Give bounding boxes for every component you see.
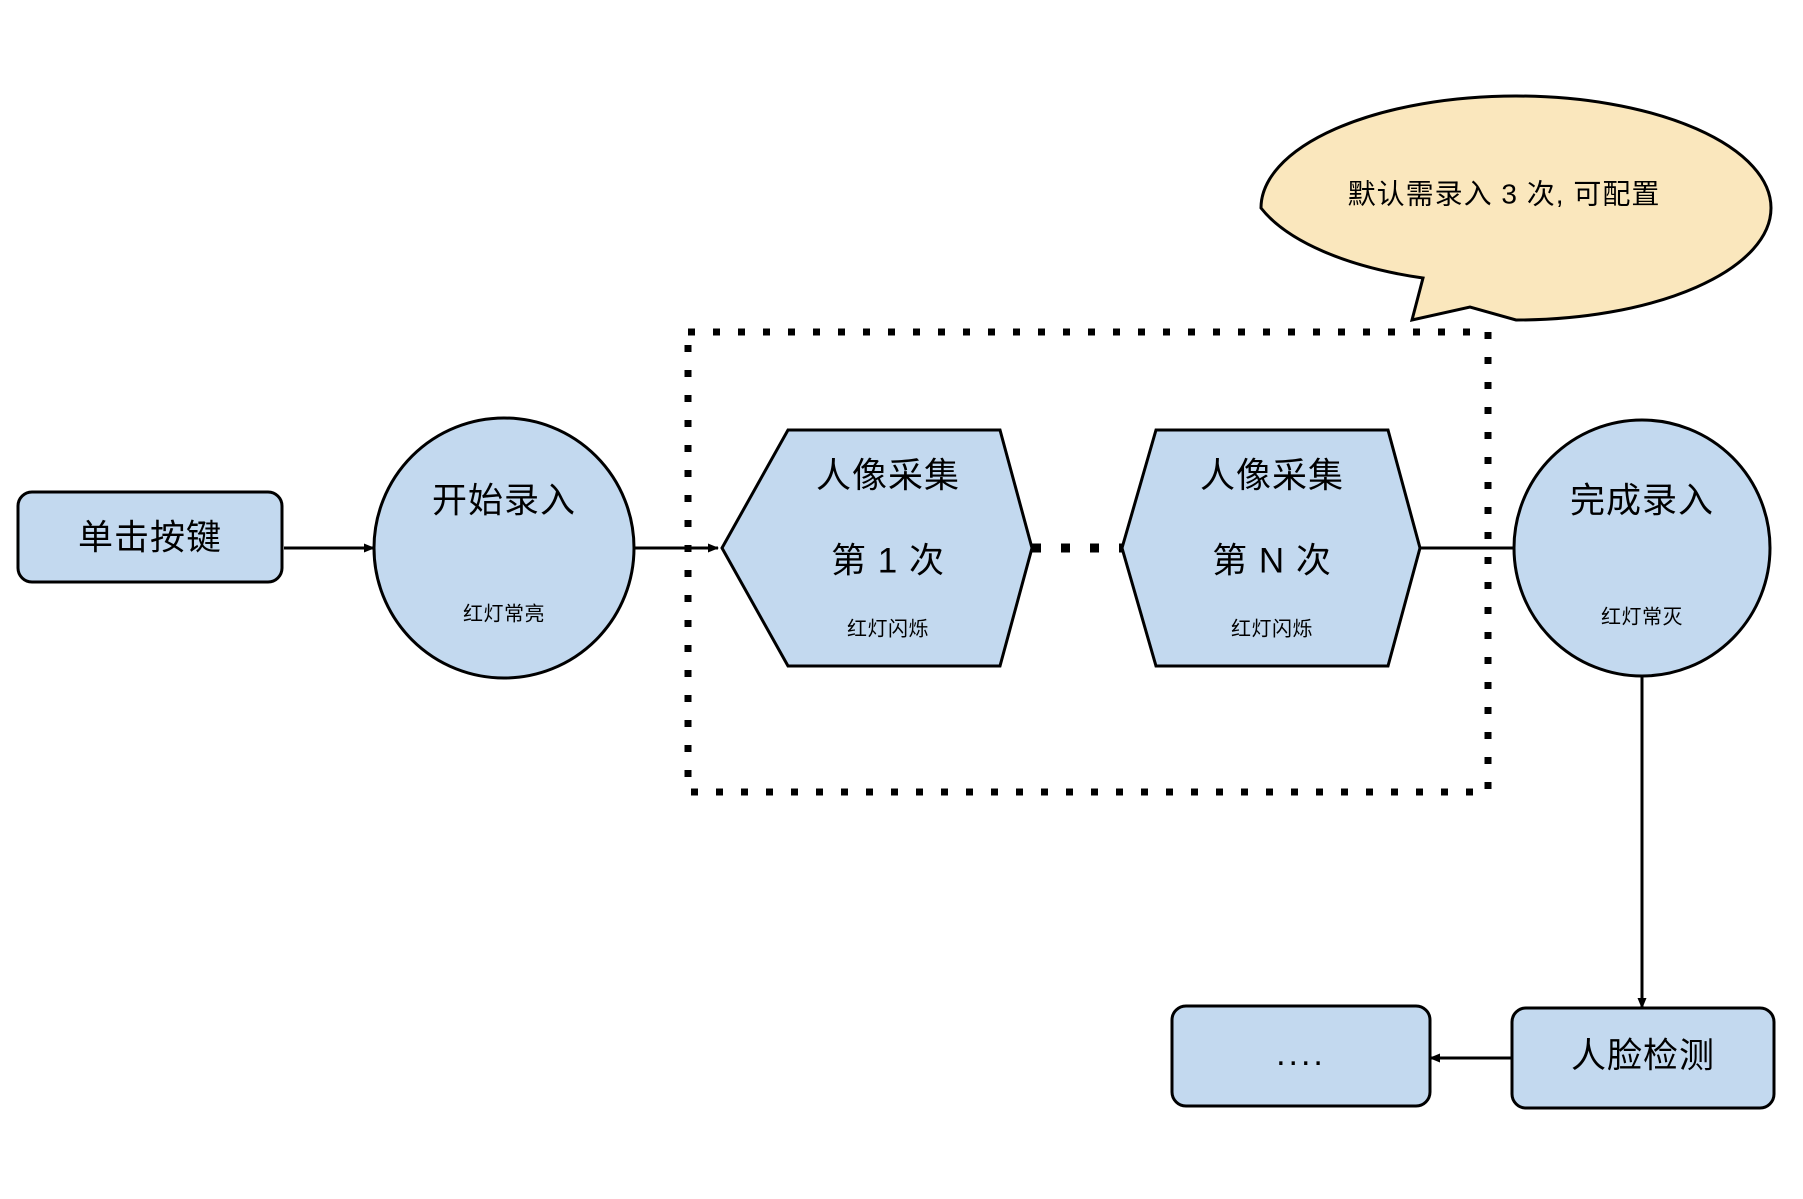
capture-first-label-line1: 人像采集 [816,456,960,495]
capture-first-label-line2: 第 1 次 [831,541,945,580]
callout-bubble[interactable]: 默认需录入 3 次, 可配置 [1259,94,1773,323]
start-enroll-shape[interactable] [372,416,636,680]
callout-bubble-text: 默认需录入 3 次, 可配置 [1348,178,1661,209]
finish-enroll-label: 完成录入 [1570,481,1714,520]
capture-nth-sublabel: 红灯闪烁 [1231,617,1313,640]
node-more[interactable]: .... [1170,1004,1432,1108]
node-capture-first[interactable]: 人像采集 第 1 次 红灯闪烁 [720,428,1034,668]
more-label: .... [1276,1035,1326,1073]
more-shape[interactable] [1170,1004,1432,1108]
press-key-shape[interactable] [16,490,284,584]
node-press-key[interactable]: 单击按键 [16,490,284,584]
capture-first-shape[interactable] [720,428,1034,668]
face-detect-label: 人脸检测 [1571,1036,1715,1075]
finish-enroll-sublabel: 红灯常灭 [1601,605,1683,628]
start-enroll-sublabel: 红灯常亮 [463,602,545,625]
capture-nth-label-line1: 人像采集 [1200,456,1344,495]
callout-bubble-shape[interactable] [1259,94,1773,323]
capture-nth-shape[interactable] [1120,428,1422,668]
capture-nth-label-line2: 第 N 次 [1212,541,1332,580]
press-key-label: 单击按键 [78,518,222,557]
start-enroll-label: 开始录入 [432,481,576,520]
capture-first-sublabel: 红灯闪烁 [847,617,929,640]
node-finish-enroll[interactable]: 完成录入 红灯常灭 [1512,418,1772,678]
finish-enroll-shape[interactable] [1512,418,1772,678]
loop-group-border [684,328,1492,796]
face-detect-shape[interactable] [1510,1006,1776,1110]
node-start-enroll[interactable]: 开始录入 红灯常亮 [372,416,636,680]
node-capture-nth[interactable]: 人像采集 第 N 次 红灯闪烁 [1120,428,1422,668]
node-face-detect[interactable]: 人脸检测 [1510,1006,1776,1110]
